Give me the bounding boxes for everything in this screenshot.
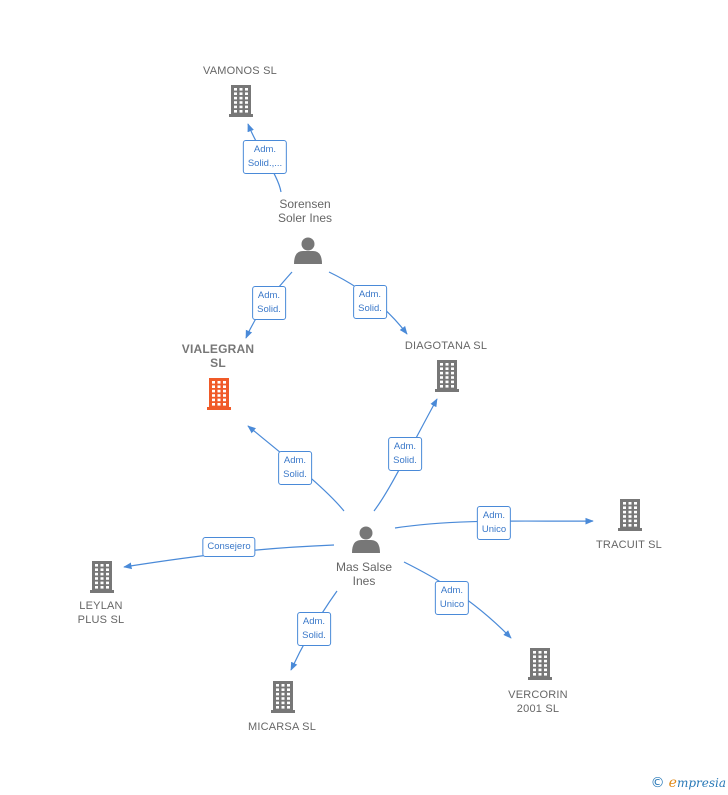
- node-label-micarsa[interactable]: MICARSA SL: [247, 721, 317, 733]
- building-icon-vercorin[interactable]: [528, 648, 552, 680]
- building-icon-tracuit[interactable]: [618, 499, 642, 531]
- brand-initial: e: [668, 775, 677, 791]
- node-label-diagotana[interactable]: DIAGOTANA SL: [404, 340, 488, 352]
- edge-label-massalse-to-vercorin[interactable]: Adm. Unico: [434, 581, 470, 615]
- node-label-tracuit[interactable]: TRACUIT SL: [596, 539, 662, 551]
- edge-label-sorensen-to-vialegran[interactable]: Adm. Solid.: [252, 286, 286, 320]
- node-label-vialegran[interactable]: VIALEGRAN SL: [181, 342, 255, 370]
- edge-label-massalse-to-micarsa[interactable]: Adm. Solid.: [297, 612, 331, 646]
- node-label-vercorin[interactable]: VERCORIN 2001 SL: [508, 689, 568, 715]
- edge-label-massalse-to-tracuit[interactable]: Adm. Unico: [476, 506, 512, 540]
- building-icon-diagotana[interactable]: [435, 360, 459, 392]
- edge-label-massalse-to-leylan[interactable]: Consejero: [202, 537, 256, 557]
- person-icon-massalse[interactable]: [352, 526, 380, 554]
- building-icon-leylan[interactable]: [90, 561, 114, 593]
- brand-watermark: ©empresia: [651, 775, 726, 791]
- node-label-massalse[interactable]: Mas Salse Ines: [335, 560, 393, 588]
- edge-label-massalse-to-vialegran[interactable]: Adm. Solid.: [278, 451, 312, 485]
- copyright-icon: ©: [650, 775, 665, 791]
- building-icon-vialegran[interactable]: [207, 378, 231, 410]
- node-label-sorensen[interactable]: Sorensen Soler Ines: [277, 197, 333, 225]
- building-icon-vamonos[interactable]: [229, 85, 253, 117]
- building-icon-micarsa[interactable]: [271, 681, 295, 713]
- edge-label-massalse-to-diagotana[interactable]: Adm. Solid.: [388, 437, 422, 471]
- edge-label-sorensen-to-diagotana[interactable]: Adm. Solid.: [353, 285, 387, 319]
- edge-label-sorensen-to-vamonos[interactable]: Adm. Solid.,...: [242, 140, 288, 174]
- person-icon-sorensen[interactable]: [294, 237, 322, 265]
- node-label-vamonos[interactable]: VAMONOS SL: [203, 65, 277, 77]
- brand-name: mpresia: [676, 776, 726, 790]
- node-label-leylan[interactable]: LEYLAN PLUS SL: [77, 600, 125, 626]
